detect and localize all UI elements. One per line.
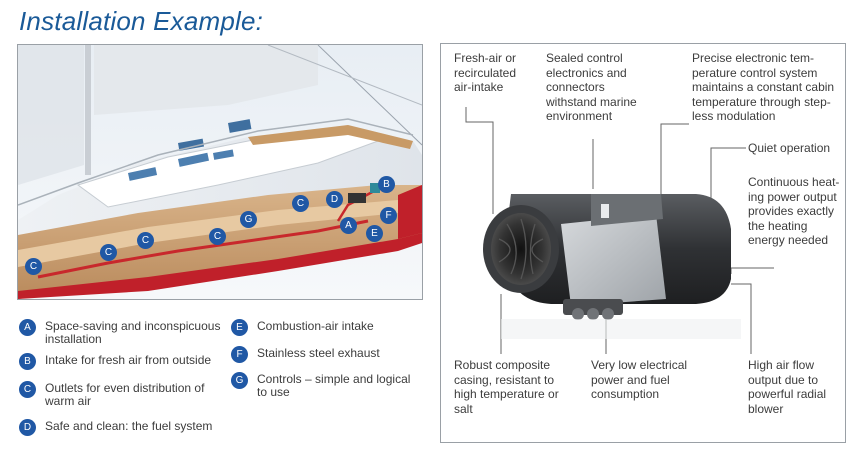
callout-temperature-control: Precise electronic tem-perature control … xyxy=(692,51,835,123)
marker-b: B xyxy=(378,176,395,193)
legend-badge-c: C xyxy=(19,381,36,398)
legend-text-d: Safe and clean: the fuel system xyxy=(45,419,213,433)
legend-item-e: E Combustion-air intake xyxy=(231,319,431,349)
marker-c: C xyxy=(100,244,117,261)
legend-item-d: D Safe and clean: the fuel system xyxy=(19,419,229,449)
legend-item-a: A Space-saving and inconspicuous install… xyxy=(19,319,229,349)
legend-badge-f: F xyxy=(231,346,248,363)
boat-cutaway-drawing xyxy=(18,45,422,299)
marker-c: C xyxy=(209,228,226,245)
legend-text-g: Controls – simple and logical to use xyxy=(257,372,411,399)
callout-robust-casing: Robust composite casing, resistant to hi… xyxy=(454,358,559,416)
callout-sealed-electronics: Sealed control electronics and connector… xyxy=(546,51,637,123)
legend-badge-d: D xyxy=(19,419,36,436)
marker-g: G xyxy=(240,211,257,228)
marker-c: C xyxy=(25,258,42,275)
callout-high-air-flow: High air flow output due to powerful rad… xyxy=(748,358,827,416)
callout-low-consumption: Very low electrical power and fuel consu… xyxy=(591,358,688,401)
boat-illustration: C C C C G C D A E B F xyxy=(17,44,423,300)
marker-a: A xyxy=(340,217,357,234)
marker-c: C xyxy=(137,232,154,249)
legend-item-b: B Intake for fresh air from outside xyxy=(19,353,229,383)
legend-badge-b: B xyxy=(19,353,36,370)
legend-text-b: Intake for fresh air from outside xyxy=(45,353,212,367)
marker-c: C xyxy=(292,195,309,212)
legend-text-f: Stainless steel exhaust xyxy=(257,346,380,360)
page-title: Installation Example: xyxy=(19,6,264,36)
marker-e: E xyxy=(366,225,383,242)
marker-d: D xyxy=(326,191,343,208)
legend-item-c: C Outlets for even distribution of warm … xyxy=(19,381,229,411)
legend-badge-g: G xyxy=(231,372,248,389)
legend-text-a: Space-saving and inconspicuous installat… xyxy=(45,319,221,346)
legend-text-e: Combustion-air intake xyxy=(257,319,374,333)
legend-text-c: Outlets for even distribution of warm ai… xyxy=(45,381,205,408)
callout-fresh-air: Fresh-air or recirculated air-intake xyxy=(454,51,517,94)
callout-quiet-operation: Quiet operation xyxy=(748,141,831,155)
callout-continuous-power: Continuous heat-ing power output provide… xyxy=(748,175,840,247)
legend-badge-e: E xyxy=(231,319,248,336)
heater-panel: Fresh-air or recirculated air-intake Sea… xyxy=(440,43,846,443)
marker-f: F xyxy=(380,207,397,224)
legend-item-f: F Stainless steel exhaust xyxy=(231,346,431,376)
legend-item-g: G Controls – simple and logical to use xyxy=(231,372,431,402)
legend-badge-a: A xyxy=(19,319,36,336)
